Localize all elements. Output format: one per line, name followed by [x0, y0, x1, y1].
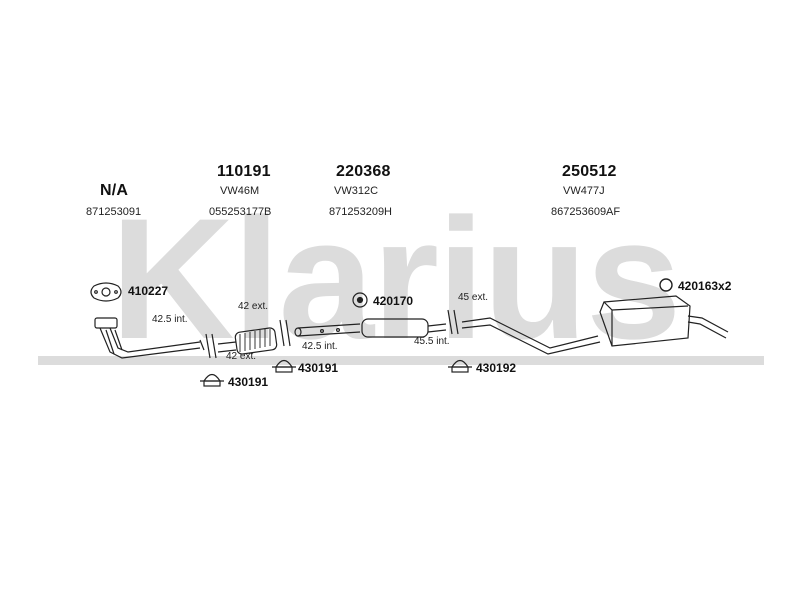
- component-part-number: N/A: [100, 182, 129, 199]
- component-reference: VW477J: [563, 185, 605, 197]
- component-oem-number: 871253091: [86, 206, 142, 218]
- component-reference: VW312C: [334, 185, 379, 197]
- centre-silencer-icon: [294, 318, 447, 338]
- watermark-text: Klarius: [110, 183, 679, 375]
- gasket-icon: [90, 282, 122, 302]
- accessory-code: 410227: [128, 284, 169, 298]
- fitting-size: 42.5 int.: [302, 341, 338, 352]
- klarius-watermark: Klarius: [38, 183, 764, 375]
- accessory-code: 430192: [476, 361, 517, 375]
- component-oem-number: 055253177B: [209, 206, 272, 218]
- component-part-number: 110191: [217, 163, 271, 180]
- accessory-code: 430191: [298, 361, 339, 375]
- component-reference: VW46M: [220, 185, 260, 197]
- rear-silencer-icon: [461, 295, 729, 355]
- clamp-icon: [200, 373, 224, 387]
- component-oem-number: 867253609AF: [551, 206, 621, 218]
- component-part-number: 220368: [336, 163, 391, 180]
- fitting-size: 42.5 int.: [152, 314, 188, 325]
- component-part-number: 250512: [562, 163, 617, 180]
- accessory-code: 430191: [228, 375, 269, 389]
- fitting-size: 42 ext.: [238, 301, 269, 312]
- fitting-size: 42 ext.: [226, 351, 257, 362]
- accessory-code: 420170: [373, 294, 414, 308]
- joint-marks: [205, 309, 459, 359]
- accessory-code: 420163x2: [678, 279, 732, 293]
- watermark-underline: [38, 356, 764, 365]
- rubber-ring-icon: [659, 278, 673, 292]
- clamp-icon: [448, 359, 472, 373]
- fitting-size: 45 ext.: [458, 292, 489, 303]
- rubber-mount-icon: [352, 292, 368, 308]
- manifold-downpipe-icon: [94, 317, 205, 359]
- front-pipe-flex-icon: [217, 327, 278, 355]
- component-oem-number: 871253209H: [329, 206, 393, 218]
- clamp-icon: [272, 359, 296, 373]
- fitting-size: 45.5 int.: [414, 336, 450, 347]
